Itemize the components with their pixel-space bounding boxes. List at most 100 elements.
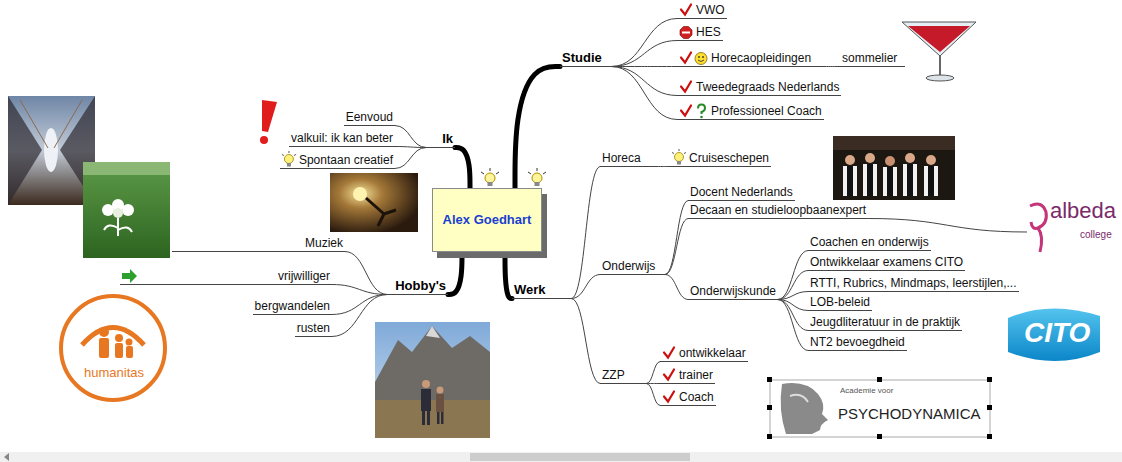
psychodynamica-logo	[770, 380, 990, 437]
topic-text: LOB-beleid	[810, 295, 870, 309]
main-branch-line	[505, 252, 512, 299]
lamp-photo	[353, 187, 367, 201]
cocktail-glass	[902, 22, 976, 81]
topic-text: ontwikkelaar	[679, 346, 746, 360]
branch-line	[332, 295, 387, 337]
subtopic: Horeca	[600, 150, 657, 167]
leader-line	[868, 219, 1027, 233]
branch-line	[778, 251, 808, 300]
check-icon	[681, 82, 691, 92]
topic-text: Professioneel Coach	[711, 104, 822, 118]
cruise-crew-photo	[833, 136, 955, 200]
quest-icon	[700, 116, 703, 119]
mountain-photo	[375, 322, 490, 438]
mountain-photo	[422, 411, 425, 425]
check-icon	[681, 106, 691, 116]
mountain-photo	[375, 326, 490, 404]
central-topic: Alex Goedhart	[432, 188, 542, 252]
cruise-crew-photo	[863, 164, 877, 196]
subtopic: Professioneel Coach	[677, 103, 824, 120]
psychodynamica-logo	[767, 434, 772, 439]
check-icon	[664, 370, 674, 380]
branch-line	[395, 126, 426, 148]
subtopic: Onderwijs	[600, 258, 665, 275]
tunnel-picture	[8, 96, 95, 205]
cruise-crew-photo	[845, 155, 855, 165]
topic-text: Ik	[442, 131, 453, 146]
lightbulb-icon	[532, 173, 542, 183]
cruise-crew-photo	[867, 164, 873, 196]
psychodynamica-logo	[987, 434, 992, 439]
topic-text: Coachen en onderwijs	[810, 235, 929, 249]
album-cover	[104, 218, 132, 236]
humanitas-logo	[99, 338, 109, 358]
album-cover	[113, 208, 123, 218]
topic-text: sommelier	[842, 51, 897, 65]
subtopic: Ontwikkelaar examens CITO	[808, 254, 965, 271]
main-branch-line	[448, 252, 462, 295]
cruise-crew-photo	[847, 166, 853, 196]
smile-icon	[702, 56, 704, 58]
album-cover	[83, 162, 170, 258]
lightbulb-icon	[481, 168, 499, 174]
cruise-crew-photo	[833, 136, 955, 150]
subtopic: vrijwilliger	[276, 268, 332, 285]
mountain-photo	[441, 412, 444, 424]
scrollbar	[0, 452, 1122, 462]
subtopic: Onderwijskunde	[688, 283, 778, 300]
topic-text: vrijwilliger	[278, 269, 330, 283]
check-icon	[681, 82, 691, 92]
album-cover	[102, 204, 114, 216]
cruise-crew-photo	[924, 166, 938, 196]
branch-line	[778, 300, 808, 351]
bulb-icon	[284, 155, 293, 164]
topic-text: Cruiseschepen	[689, 151, 769, 165]
subtopic: Spontaan creatief	[280, 152, 395, 169]
branch-line	[821, 66, 840, 67]
humanitas-logo	[61, 296, 165, 400]
cruise-crew-photo	[883, 167, 897, 196]
bulb-icon	[675, 153, 684, 162]
exclamation-icon	[260, 136, 268, 144]
lamp-photo	[366, 198, 396, 226]
cruise-crew-photo	[907, 164, 913, 196]
topic-text: Muziek	[305, 236, 343, 250]
topic-text: valkuil: ik kan beter	[291, 131, 393, 145]
exclamation-icon	[260, 100, 277, 144]
topic-text: HES	[696, 25, 721, 39]
topic-text: Studie	[562, 50, 602, 65]
branch-line	[647, 362, 660, 384]
psychodynamica-logo	[877, 434, 882, 439]
main-branch-topic: Studie	[560, 49, 612, 67]
topic-text: Docent Nederlands	[690, 185, 793, 199]
logo-text: CITO	[1024, 318, 1090, 349]
topic-text: Decaan en studieloopbaanexpert	[690, 203, 866, 217]
topic-text: rusten	[297, 321, 330, 335]
lightbulb-icon	[488, 182, 493, 186]
mountain-photo	[426, 326, 440, 338]
album-cover	[83, 162, 170, 175]
smile-icon	[698, 56, 700, 58]
topic-text: Spontaan creatief	[299, 153, 393, 167]
mountain-photo	[437, 412, 440, 424]
check-icon	[681, 53, 691, 63]
psychodynamica-logo	[781, 383, 828, 434]
mountain-photo	[422, 380, 430, 388]
branch-line	[345, 252, 387, 295]
subtopic: rusten	[295, 320, 332, 337]
scrollbar	[470, 453, 690, 461]
green-arrow-icon	[122, 269, 137, 283]
subtopic: Muziek	[303, 235, 345, 252]
topic-text: Tweedegraads Nederlands	[696, 80, 839, 94]
cruise-crew-photo	[905, 153, 915, 163]
cruise-crew-photo	[833, 136, 955, 200]
humanitas-logo	[126, 339, 133, 346]
branch-line	[612, 19, 677, 67]
cruise-crew-photo	[928, 166, 934, 196]
logo-text: college	[1080, 229, 1112, 240]
cruise-crew-photo	[887, 167, 893, 196]
topic-text: Onderwijskunde	[690, 284, 776, 298]
psychodynamica-logo	[767, 377, 992, 439]
